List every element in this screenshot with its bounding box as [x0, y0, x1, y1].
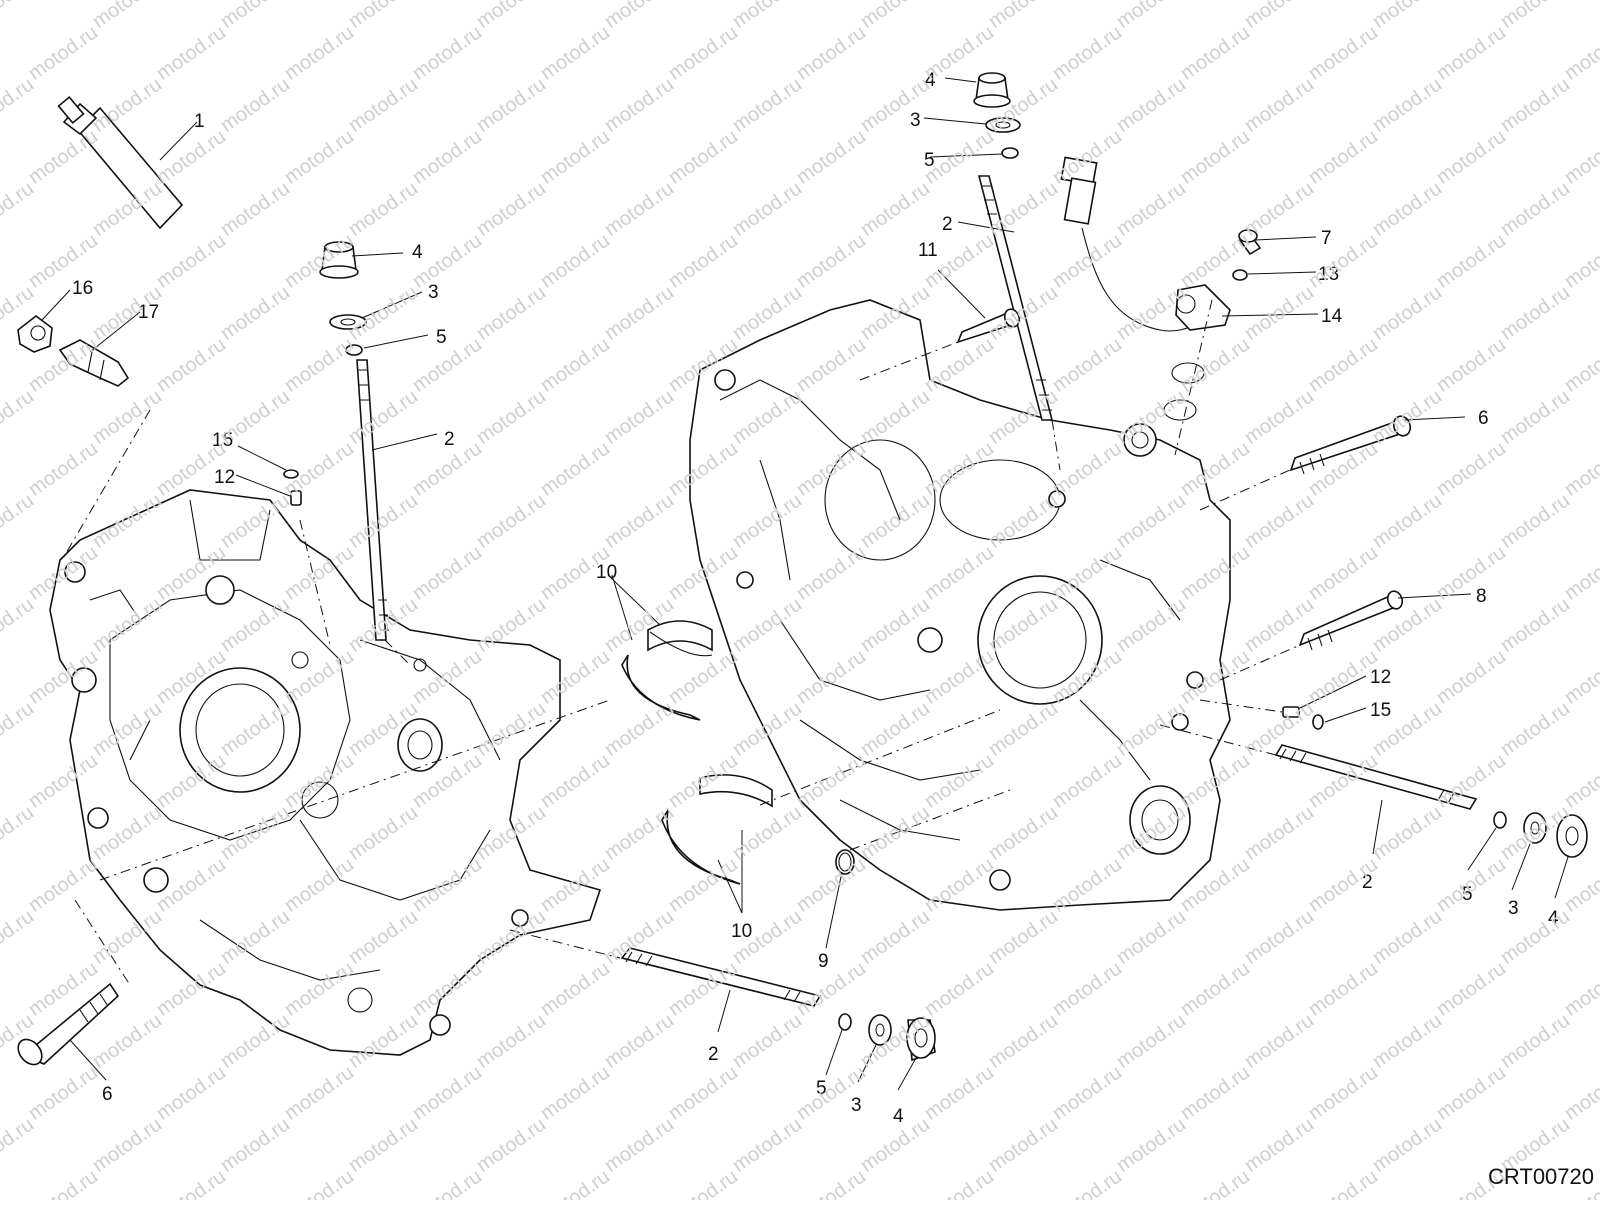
callout-3: 3: [428, 282, 439, 303]
washer-3-top-left: [329, 314, 367, 330]
callout-14: 14: [1321, 306, 1343, 327]
right-crankcase-half: [689, 299, 1231, 911]
callout-5: 5: [1462, 884, 1473, 905]
callout-17: 17: [138, 302, 159, 323]
oring-15-right: [1312, 714, 1324, 730]
bolt-11: [956, 308, 1021, 344]
bolt-6-right: [1289, 415, 1412, 475]
callout-5: 5: [436, 327, 447, 348]
sensor-cap: [17, 314, 53, 353]
stud-left-vertical: [356, 359, 389, 641]
washer-3-top-right: [985, 117, 1021, 133]
oring-15-left: [283, 469, 299, 479]
callout-3: 3: [851, 1095, 862, 1116]
callout-4: 4: [893, 1106, 904, 1127]
oring-5-bottom-left: [838, 1013, 852, 1031]
callout-16: 16: [72, 278, 93, 299]
callout-4: 4: [925, 70, 936, 91]
assembly-centerlines: [61, 299, 1301, 986]
stud-right-vertical: [977, 175, 1054, 421]
callout-11: 11: [918, 240, 938, 261]
callout-9: 9: [818, 951, 829, 972]
callout-5: 5: [816, 1078, 827, 1099]
nut-4-top-right: [973, 72, 1011, 108]
callout-10: 10: [731, 921, 752, 942]
stud-right-horizontal: [1274, 744, 1478, 810]
callout-1: 1: [194, 111, 205, 132]
callout-4: 4: [412, 242, 423, 263]
callout-4: 4: [1548, 908, 1559, 929]
bolt-8: [1298, 590, 1404, 651]
stud-left-horizontal: [620, 947, 822, 1007]
callout-15: 15: [1370, 700, 1391, 721]
oring-5-bottom-right: [1493, 811, 1507, 829]
callout-10: 10: [596, 562, 617, 583]
callout-2: 2: [708, 1044, 719, 1065]
callout-15: 15: [212, 430, 233, 451]
callout-8: 8: [1476, 586, 1487, 607]
callout-3: 3: [1508, 898, 1519, 919]
washer-3-bottom-right: [1523, 812, 1547, 844]
sealant-tube: [57, 95, 184, 230]
oring-5-top-left: [345, 344, 363, 356]
nut-4-bottom-right: [1556, 814, 1588, 858]
speed-sensor-14: [1060, 156, 1231, 332]
sensor-seals: [1163, 362, 1205, 421]
callout-12: 12: [214, 467, 235, 488]
callout-12: 12: [1370, 667, 1391, 688]
callout-7: 7: [1321, 228, 1332, 249]
callout-2: 2: [1362, 872, 1373, 893]
callout-6: 6: [102, 1084, 113, 1105]
drawing-code: CRT00720: [1488, 1164, 1594, 1189]
nut-4-top-left: [319, 241, 359, 279]
temperature-sensor: [58, 339, 130, 387]
leader-lines: [41, 77, 1569, 1091]
callouts: 1 16 17 4 3 5 2 15 12 6 10 10 9 2 5 3 4 …: [72, 70, 1559, 1127]
washer-3-bottom-left: [868, 1014, 892, 1046]
callout-2: 2: [444, 429, 455, 450]
oring-9: [835, 849, 855, 875]
nut-4-bottom-left: [906, 1017, 936, 1062]
bearing-shells-lower: [661, 774, 773, 885]
callout-13: 13: [1318, 264, 1339, 285]
bearing-shells-upper: [621, 620, 713, 721]
callout-6: 6: [1478, 408, 1489, 429]
left-crankcase-half: [49, 489, 602, 1056]
dowel-12-right: [1282, 706, 1300, 718]
oring-5-top-right: [1001, 147, 1019, 159]
bolt-6-left: [17, 982, 120, 1066]
callout-3: 3: [910, 110, 921, 131]
callout-5: 5: [924, 150, 935, 171]
screw-7: [1238, 229, 1262, 256]
washer-13: [1232, 269, 1248, 281]
callout-2: 2: [942, 214, 953, 235]
dowel-12-left: [290, 490, 302, 506]
